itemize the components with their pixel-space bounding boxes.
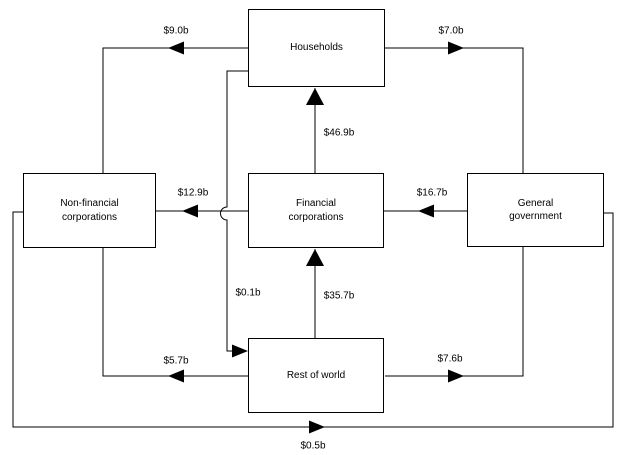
arrowhead-right-icon (448, 369, 464, 383)
flow-line-restofworld-to-government (385, 247, 524, 377)
arrowhead-left-icon (182, 204, 198, 218)
flow-label-households-to-government: $7.0b (438, 25, 464, 37)
flow-line-restofworld-to-nonfinancial (102, 248, 248, 377)
flow-label-nonfinancial-to-government: $0.5b (300, 440, 326, 452)
arrowhead-left-icon (168, 41, 184, 55)
flow-label-restofworld-to-nonfinancial: $5.7b (163, 355, 189, 367)
flow-label-households-to-restofworld: $0.1b (235, 287, 261, 299)
flow-label-government-to-financial: $16.7b (416, 187, 448, 199)
flow-line-households-to-nonfinancial (102, 47, 248, 173)
arrowhead-right-icon (448, 41, 464, 55)
node-financial-corporations: Financial corporations (248, 173, 384, 248)
flow-label-financial-to-nonfinancial: $12.9b (177, 187, 209, 199)
flow-label-financial-to-households: $46.9b (323, 127, 355, 139)
node-general-government: General government (467, 173, 604, 247)
arrowhead-left-icon (418, 204, 434, 218)
flow-label-restofworld-to-financial: $35.7b (323, 290, 355, 302)
flow-label-restofworld-to-government: $7.6b (437, 353, 463, 365)
flow-line-households-to-government (385, 47, 524, 173)
node-households: Households (248, 9, 385, 87)
arrowhead-up-icon (306, 249, 324, 266)
arrowhead-up-icon (306, 88, 324, 105)
flow-label-households-to-nonfinancial: $9.0b (163, 25, 189, 37)
flow-line-households-to-restofworld (220, 70, 248, 352)
node-non-financial-corporations: Non-financial corporations (23, 173, 156, 248)
arrowhead-right-icon (232, 344, 248, 358)
node-rest-of-world: Rest of world (248, 338, 384, 413)
arrowhead-right-icon (309, 420, 325, 434)
arrowhead-left-icon (168, 369, 184, 383)
